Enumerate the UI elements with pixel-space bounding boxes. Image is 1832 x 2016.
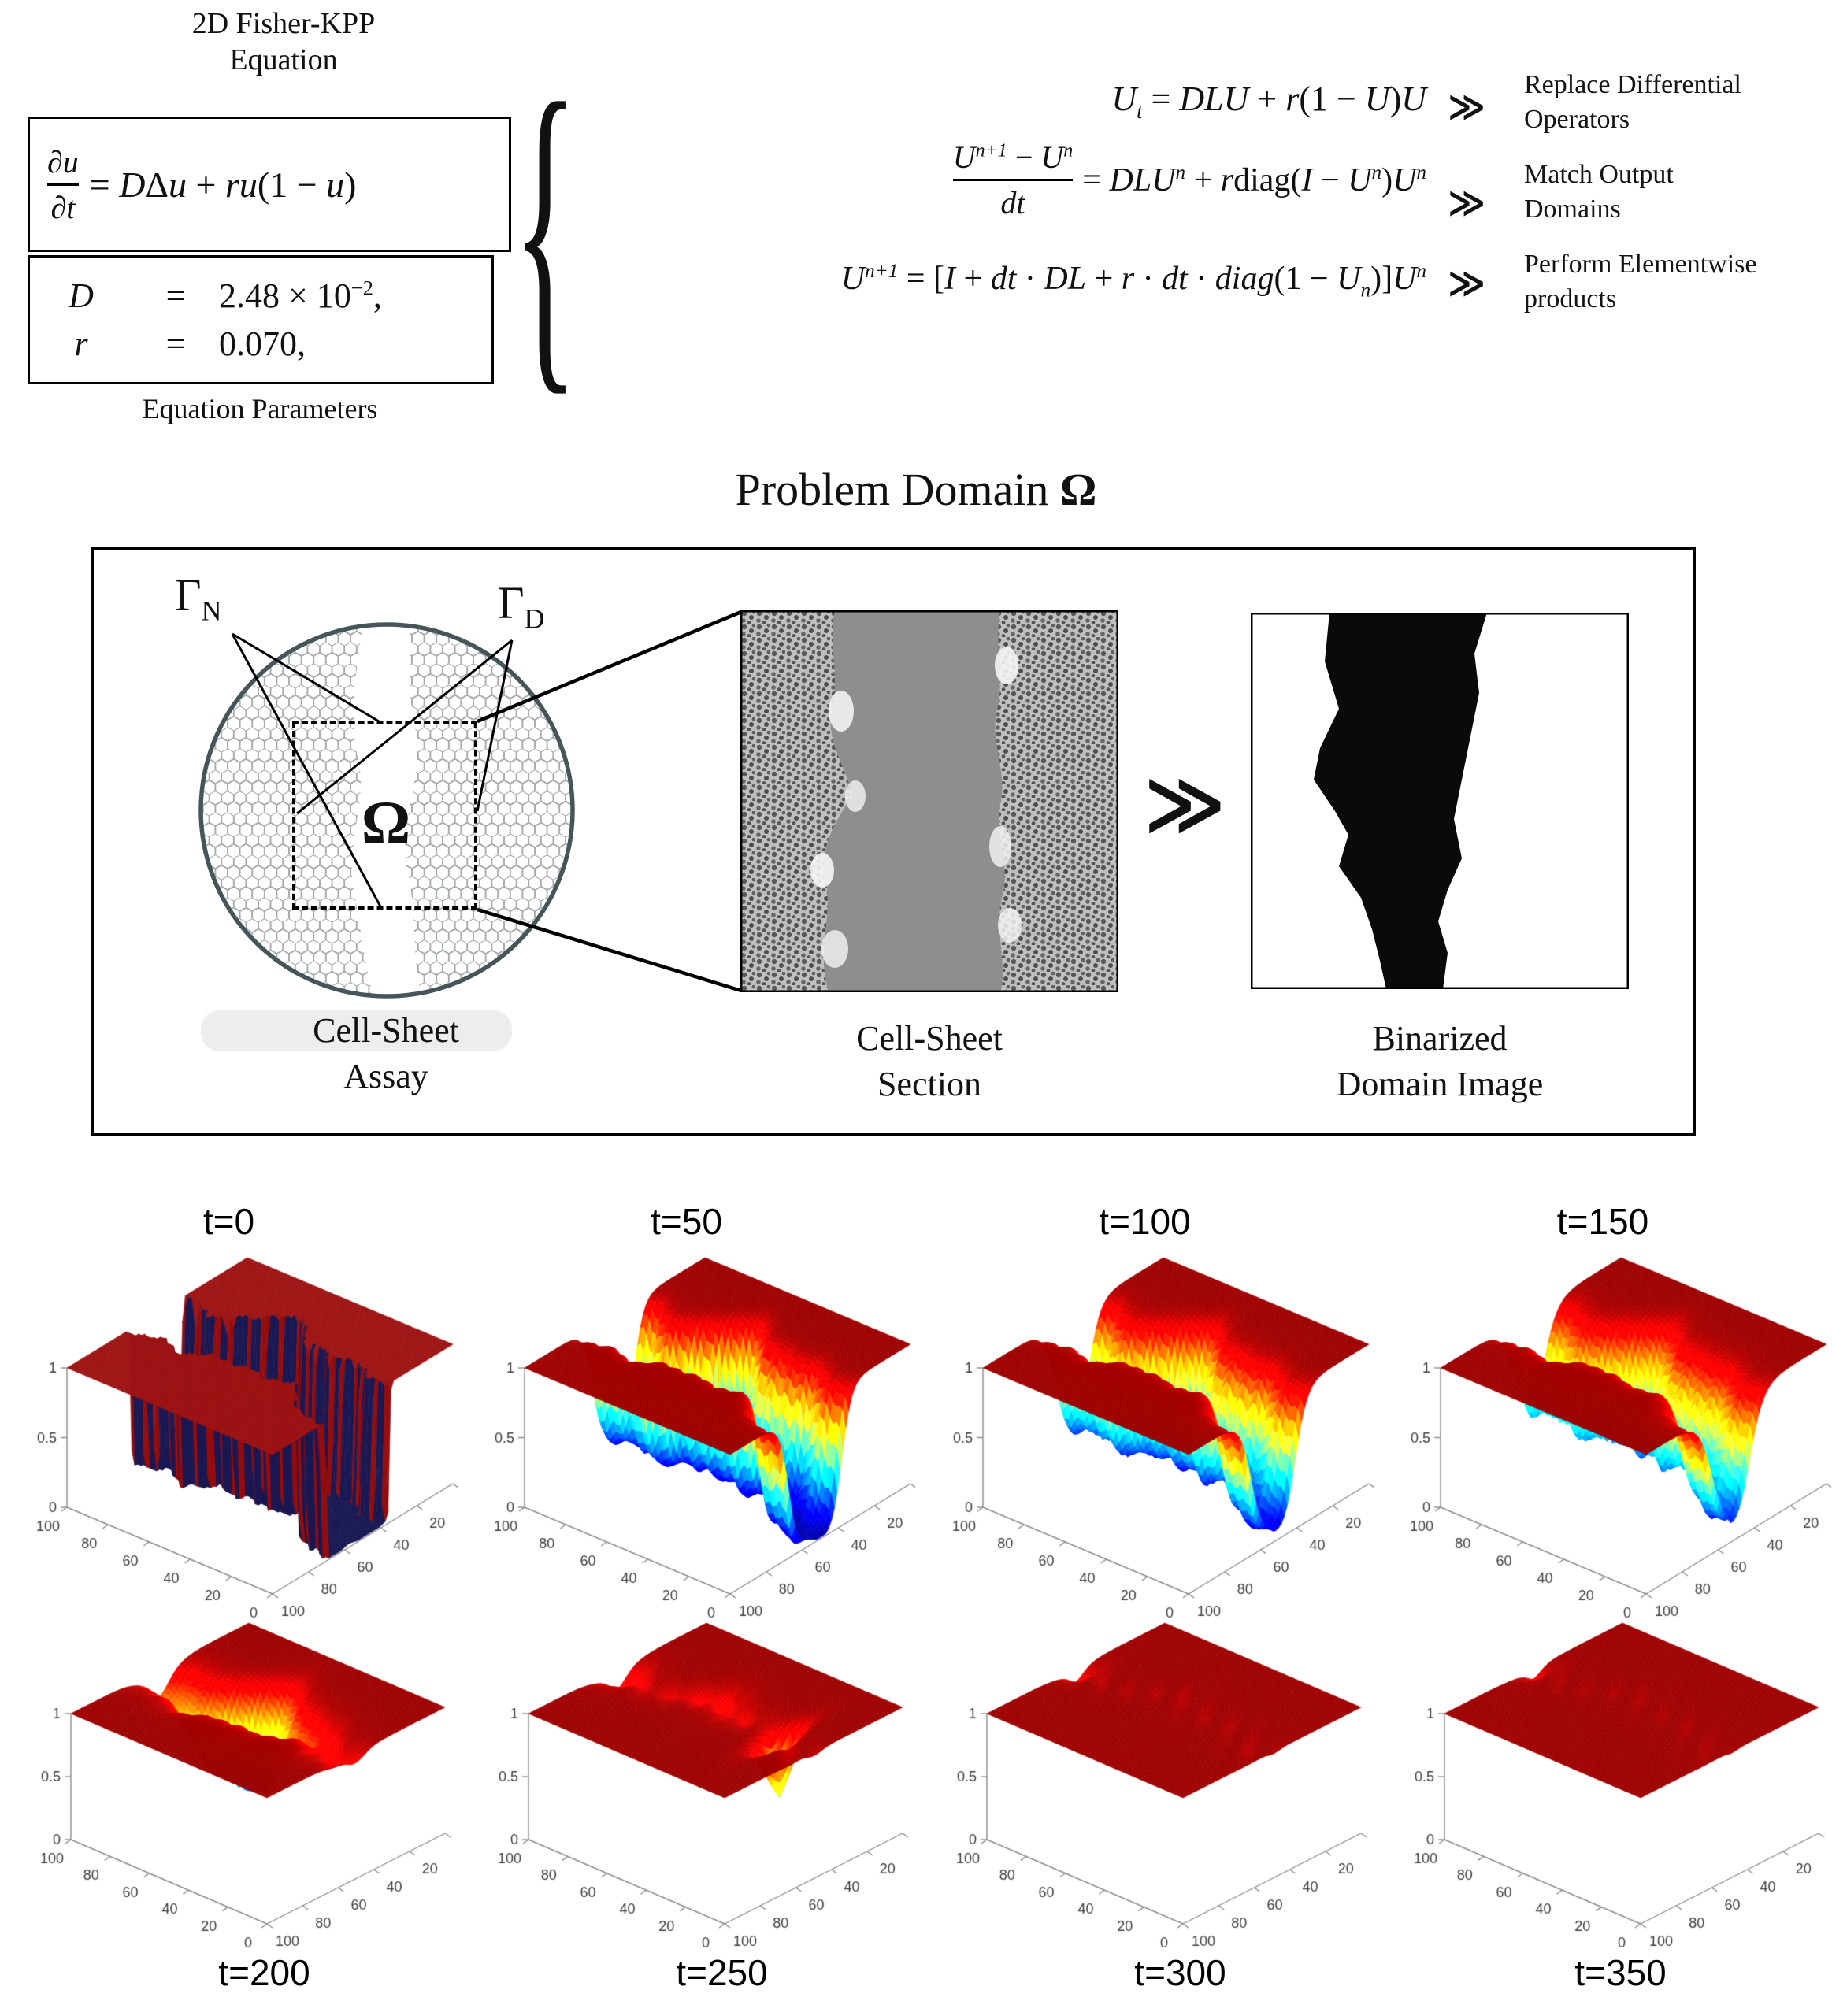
problem-domain-title: Problem Domain Ω xyxy=(735,464,1097,515)
param-row-r: r = 0.070, xyxy=(30,324,491,364)
surface-plot-t250 xyxy=(458,1621,915,1951)
discretized-eq-1: Ut = DLU + r(1 − U)U xyxy=(1111,80,1426,123)
surface-title-t350: t=350 xyxy=(1574,1952,1667,1993)
surface-title-t0: t=0 xyxy=(202,1201,255,1242)
pde-rhs: = DΔu + ru(1 − u) xyxy=(89,164,357,205)
caption-section: Cell-Sheet Section xyxy=(856,1019,1003,1104)
caption-binarized: Binarized Domain Image xyxy=(1336,1019,1544,1104)
eq2-denominator: dt xyxy=(1000,185,1025,220)
surface-title-t150: t=150 xyxy=(1556,1201,1649,1242)
surface-plot-t200 xyxy=(0,1621,458,1951)
param-row-d: D = 2.48 × 10−2, xyxy=(30,276,491,316)
param-value: 2.48 × 10−2, xyxy=(219,276,382,315)
pde-box: ∂u ∂t = DΔu + ru(1 − u) xyxy=(28,117,511,252)
step-chevron-icon: ≫ xyxy=(1448,85,1486,128)
eq2-fraction: Un+1 − Un dt xyxy=(952,139,1074,221)
equation-title-line2: Equation xyxy=(229,43,338,76)
params-box: D = 2.48 × 10−2, r = 0.070, xyxy=(28,255,494,384)
equation-title: 2D Fisher-KPP Equation xyxy=(118,6,449,78)
equation-title-line1: 2D Fisher-KPP xyxy=(191,7,376,40)
pde-denominator: ∂t xyxy=(50,189,76,225)
surface-title-t100: t=100 xyxy=(1099,1201,1191,1242)
omega-label: Ω xyxy=(361,788,411,857)
equals-sign: = xyxy=(165,324,186,363)
param-value: 0.070, xyxy=(219,324,306,363)
discretized-eq-3: Un+1 = [I + dt · DL + r · dt · diag(1 − … xyxy=(840,261,1426,302)
pde-fraction: ∂u ∂t xyxy=(47,143,79,226)
discretized-eq-2: Un+1 − Un dt = DLUn + rdiag(I − Un)Un xyxy=(952,139,1426,221)
annotation-lines xyxy=(231,610,742,993)
surface-title-t300: t=300 xyxy=(1134,1952,1226,1993)
gamma-n-label: ΓN xyxy=(175,569,222,627)
fraction-bar xyxy=(47,183,79,186)
pde-numerator: ∂u xyxy=(47,143,79,180)
cell-sheet-section-image xyxy=(740,610,1118,992)
surface-plot-t0 xyxy=(0,1255,458,1621)
equals-sign: = xyxy=(165,276,186,315)
surface-plot-t50 xyxy=(458,1255,915,1621)
step-chevron-icon: ≫ xyxy=(1448,181,1486,224)
binarized-domain-image xyxy=(1251,613,1629,989)
surface-title-t200: t=200 xyxy=(218,1952,310,1993)
transform-chevron-icon: ≫ xyxy=(1144,758,1226,850)
surface-plot-t350 xyxy=(1374,1621,1831,1951)
smudge-artifact xyxy=(201,1010,512,1051)
param-symbol: r xyxy=(74,324,88,363)
step-chevron-icon: ≫ xyxy=(1448,261,1486,304)
surface-title-t50: t=50 xyxy=(651,1201,722,1242)
problem-domain-panel xyxy=(91,547,1696,1136)
param-symbol: D xyxy=(69,276,94,315)
surface-title-t250: t=250 xyxy=(676,1952,768,1993)
gamma-d-label: ΓD xyxy=(498,577,545,635)
surface-plot-t300 xyxy=(916,1621,1374,1951)
domain-square xyxy=(292,721,477,910)
params-caption: Equation Parameters xyxy=(142,393,378,424)
eq2-rhs: = DLUn + rdiag(I − Un)Un xyxy=(1082,161,1426,198)
surface-plot-t150 xyxy=(1374,1255,1831,1621)
eq2-numerator: Un+1 − Un xyxy=(952,139,1074,175)
caption-assay: Cell-Sheet Assay xyxy=(313,1011,459,1096)
fraction-bar xyxy=(952,179,1074,181)
curly-brace: { xyxy=(512,31,578,423)
surface-plot-t100 xyxy=(916,1255,1374,1621)
